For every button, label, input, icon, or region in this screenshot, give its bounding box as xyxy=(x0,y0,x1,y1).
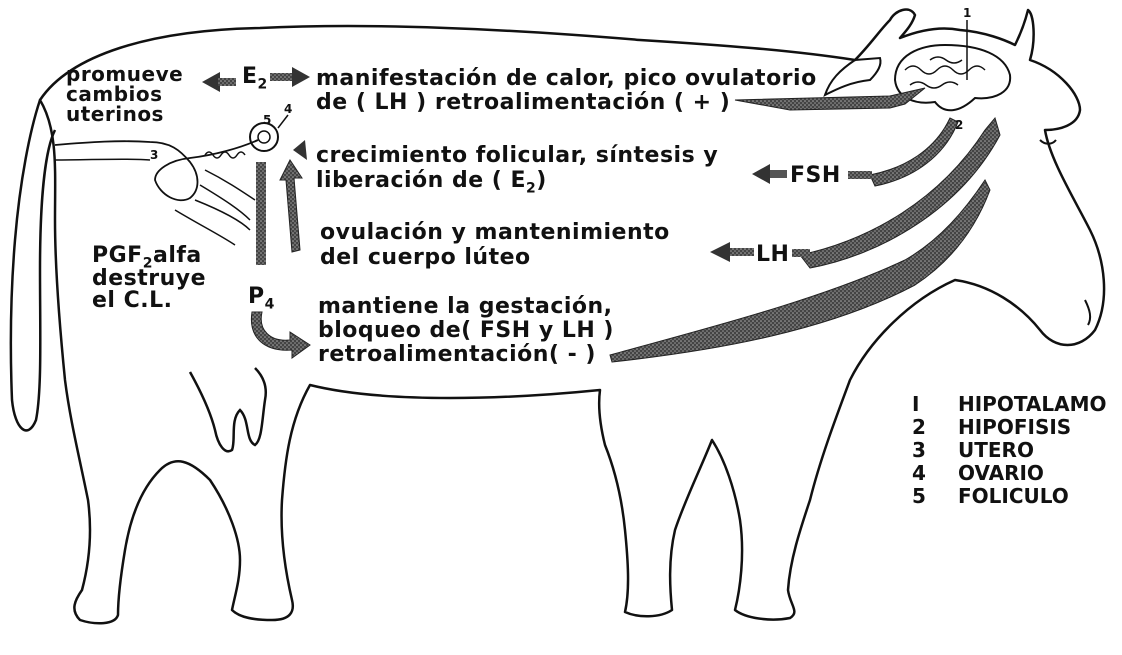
e2-right-shaft xyxy=(270,73,294,81)
label-promueve: promueve xyxy=(66,64,183,84)
e2-left-shaft xyxy=(218,78,236,86)
label-uterinos: uterinos xyxy=(66,104,164,124)
lh-shaft xyxy=(728,248,754,256)
fsh-head xyxy=(752,164,770,184)
label-bloqueo: bloqueo de( FSH y LH ) xyxy=(318,320,614,342)
marker-5: 5 xyxy=(263,113,271,127)
label-e2: E2 xyxy=(242,66,268,95)
brain-outline xyxy=(895,45,1010,110)
lh-head xyxy=(710,242,730,262)
legend-label: OVARIO xyxy=(958,462,1044,485)
legend-number: 4 xyxy=(912,462,958,485)
fsh-arrow xyxy=(870,118,958,186)
legend-number: 5 xyxy=(912,485,958,508)
reproductive-tract-lines xyxy=(55,159,255,245)
label-ovulacion: ovulación y mantenimiento xyxy=(320,222,670,244)
label-fsh: FSH xyxy=(790,165,841,187)
label-manifestacion: manifestación de calor, pico ovulatorio xyxy=(316,68,817,90)
label-mantiene: mantiene la gestación, xyxy=(318,296,613,318)
label-p4: P4 xyxy=(248,286,275,315)
legend-row-hipotalamo: I HIPOTALAMO xyxy=(912,393,1107,416)
legend-label: UTERO xyxy=(958,439,1034,462)
legend-row-ovario: 4 OVARIO xyxy=(912,462,1107,485)
udder-outline xyxy=(190,368,266,451)
legend-label: HIPOFISIS xyxy=(958,416,1071,439)
fsh-tail xyxy=(848,171,872,179)
nostril-detail xyxy=(1085,300,1090,325)
label-destruye: destruye xyxy=(92,268,206,290)
label-de-lh: de ( LH ) retroalimentación ( + ) xyxy=(316,92,730,114)
ovary-outline xyxy=(250,123,278,151)
legend-number: 2 xyxy=(912,416,958,439)
legend-number: 3 xyxy=(912,439,958,462)
label-cambios: cambios xyxy=(66,84,163,104)
legend-number: I xyxy=(912,393,958,416)
p4-arrow xyxy=(251,312,310,358)
legend-row-utero: 3 UTERO xyxy=(912,439,1107,462)
marker-1: 1 xyxy=(963,6,971,20)
e2-left-arrow xyxy=(202,72,220,92)
follicle-small-arrow xyxy=(293,140,307,160)
tail-outline xyxy=(11,100,55,430)
legend-row-foliculo: 5 FOLICULO xyxy=(912,485,1107,508)
legend-row-hipofisis: 2 HIPOFISIS xyxy=(912,416,1107,439)
marker-4: 4 xyxy=(284,102,292,116)
head-detail xyxy=(825,58,881,95)
e2-right-arrow xyxy=(292,67,310,87)
lh-arrow xyxy=(800,118,1000,268)
legend-label: HIPOTALAMO xyxy=(958,393,1107,416)
marker-3: 3 xyxy=(150,148,158,162)
feedback-positive-arrow xyxy=(735,88,925,110)
label-crecimiento: crecimiento folicular, síntesis y xyxy=(316,145,718,167)
marker-line-4 xyxy=(278,115,288,128)
lh-tail xyxy=(792,249,810,257)
ovary-down-arrow xyxy=(256,162,266,265)
follicle-outline xyxy=(258,131,270,143)
label-liberacion: liberación de ( E2) xyxy=(316,170,547,199)
follicle-arrow xyxy=(280,160,302,252)
label-lh: LH xyxy=(756,244,789,266)
legend: I HIPOTALAMO 2 HIPOFISIS 3 UTERO 4 OVARI… xyxy=(912,393,1107,508)
label-cuerpo: del cuerpo lúteo xyxy=(320,247,531,269)
marker-2: 2 xyxy=(955,118,963,132)
brain-folds xyxy=(905,57,985,88)
label-retro-neg: retroalimentación( - ) xyxy=(318,344,596,366)
legend-label: FOLICULO xyxy=(958,485,1069,508)
label-el-cl: el C.L. xyxy=(92,290,173,312)
